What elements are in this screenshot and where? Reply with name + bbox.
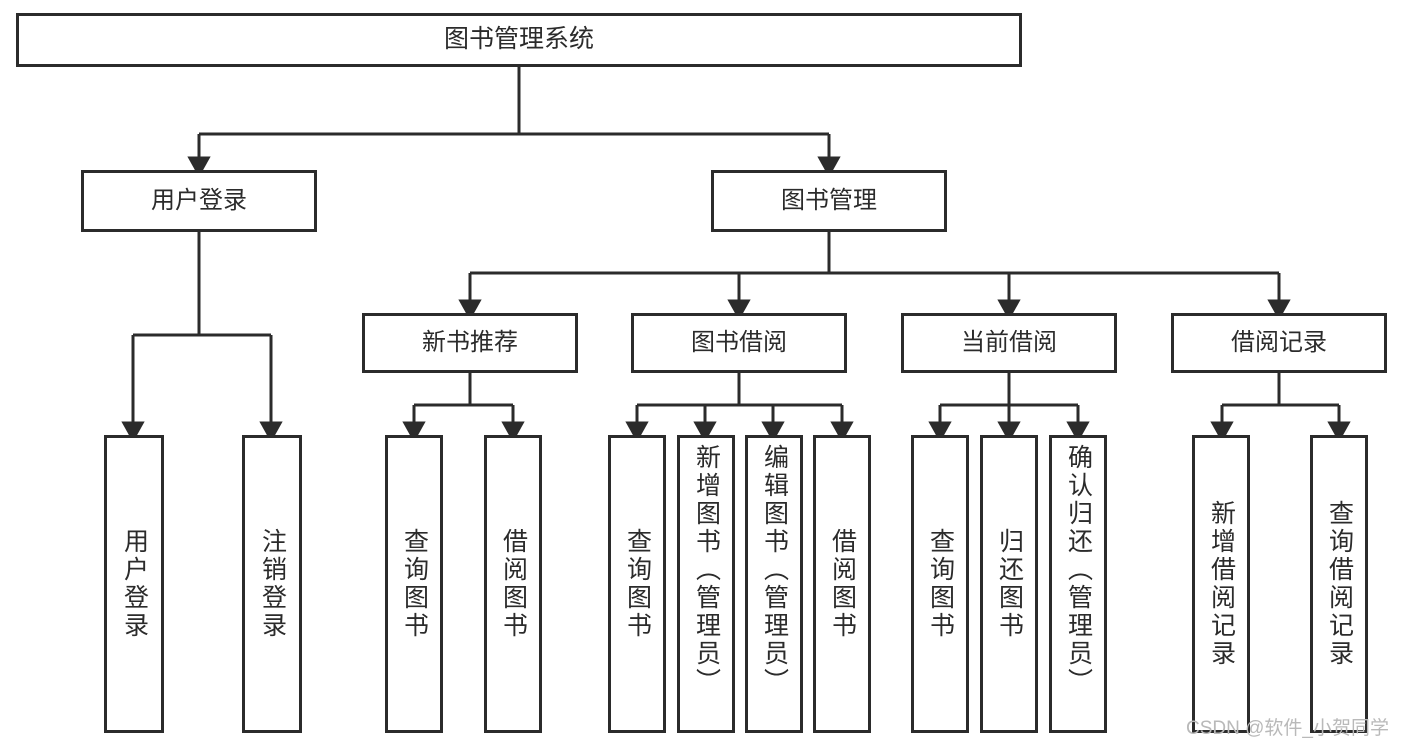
watermark-text: CSDN @软件_小贺同学 (1186, 718, 1389, 739)
node-new-book-recommend[interactable]: 新书推荐 (362, 313, 578, 373)
leaf-new-book-borrow-label: 借阅图书 (499, 528, 528, 640)
node-user-login-label: 用户登录 (151, 186, 247, 214)
leaf-new-book-borrow[interactable]: 借阅图书 (484, 435, 542, 733)
node-book-management-label: 图书管理 (781, 186, 877, 214)
leaf-borrow-record-query[interactable]: 查询借阅记录 (1310, 435, 1368, 733)
leaf-book-borrow-edit-label: 编辑图书（管理员） (760, 444, 789, 696)
node-current-borrow-label: 当前借阅 (961, 328, 1057, 356)
leaf-current-borrow-query-label: 查询图书 (926, 528, 955, 640)
leaf-user-login-signin[interactable]: 用户登录 (104, 435, 164, 733)
leaf-borrow-record-query-label: 查询借阅记录 (1325, 500, 1354, 668)
node-borrow-record-label: 借阅记录 (1231, 328, 1327, 356)
node-borrow-record[interactable]: 借阅记录 (1171, 313, 1387, 373)
leaf-new-book-query[interactable]: 查询图书 (385, 435, 443, 733)
leaf-current-borrow-confirm-label: 确认归还（管理员） (1064, 444, 1093, 696)
leaf-current-borrow-query[interactable]: 查询图书 (911, 435, 969, 733)
leaf-borrow-record-add-label: 新增借阅记录 (1207, 500, 1236, 668)
node-book-borrow[interactable]: 图书借阅 (631, 313, 847, 373)
leaf-book-borrow-query-label: 查询图书 (623, 528, 652, 640)
leaf-user-login-signout-label: 注销登录 (258, 528, 287, 640)
leaf-book-borrow-edit[interactable]: 编辑图书（管理员） (745, 435, 803, 733)
leaf-book-borrow-add[interactable]: 新增图书（管理员） (677, 435, 735, 733)
leaf-book-borrow-add-label: 新增图书（管理员） (692, 444, 721, 696)
node-current-borrow[interactable]: 当前借阅 (901, 313, 1117, 373)
node-root-label: 图书管理系统 (443, 25, 594, 54)
node-user-login[interactable]: 用户登录 (81, 170, 317, 232)
leaf-current-borrow-confirm[interactable]: 确认归还（管理员） (1049, 435, 1107, 733)
leaf-user-login-signin-label: 用户登录 (120, 528, 149, 640)
leaf-user-login-signout[interactable]: 注销登录 (242, 435, 302, 733)
node-book-management[interactable]: 图书管理 (711, 170, 947, 232)
leaf-current-borrow-return-label: 归还图书 (995, 528, 1024, 640)
leaf-book-borrow-lend[interactable]: 借阅图书 (813, 435, 871, 733)
leaf-book-borrow-query[interactable]: 查询图书 (608, 435, 666, 733)
node-book-borrow-label: 图书借阅 (691, 328, 787, 356)
leaf-book-borrow-lend-label: 借阅图书 (828, 528, 857, 640)
node-new-book-recommend-label: 新书推荐 (422, 328, 518, 356)
leaf-new-book-query-label: 查询图书 (400, 528, 429, 640)
leaf-current-borrow-return[interactable]: 归还图书 (980, 435, 1038, 733)
leaf-borrow-record-add[interactable]: 新增借阅记录 (1192, 435, 1250, 733)
node-root[interactable]: 图书管理系统 (16, 13, 1022, 67)
